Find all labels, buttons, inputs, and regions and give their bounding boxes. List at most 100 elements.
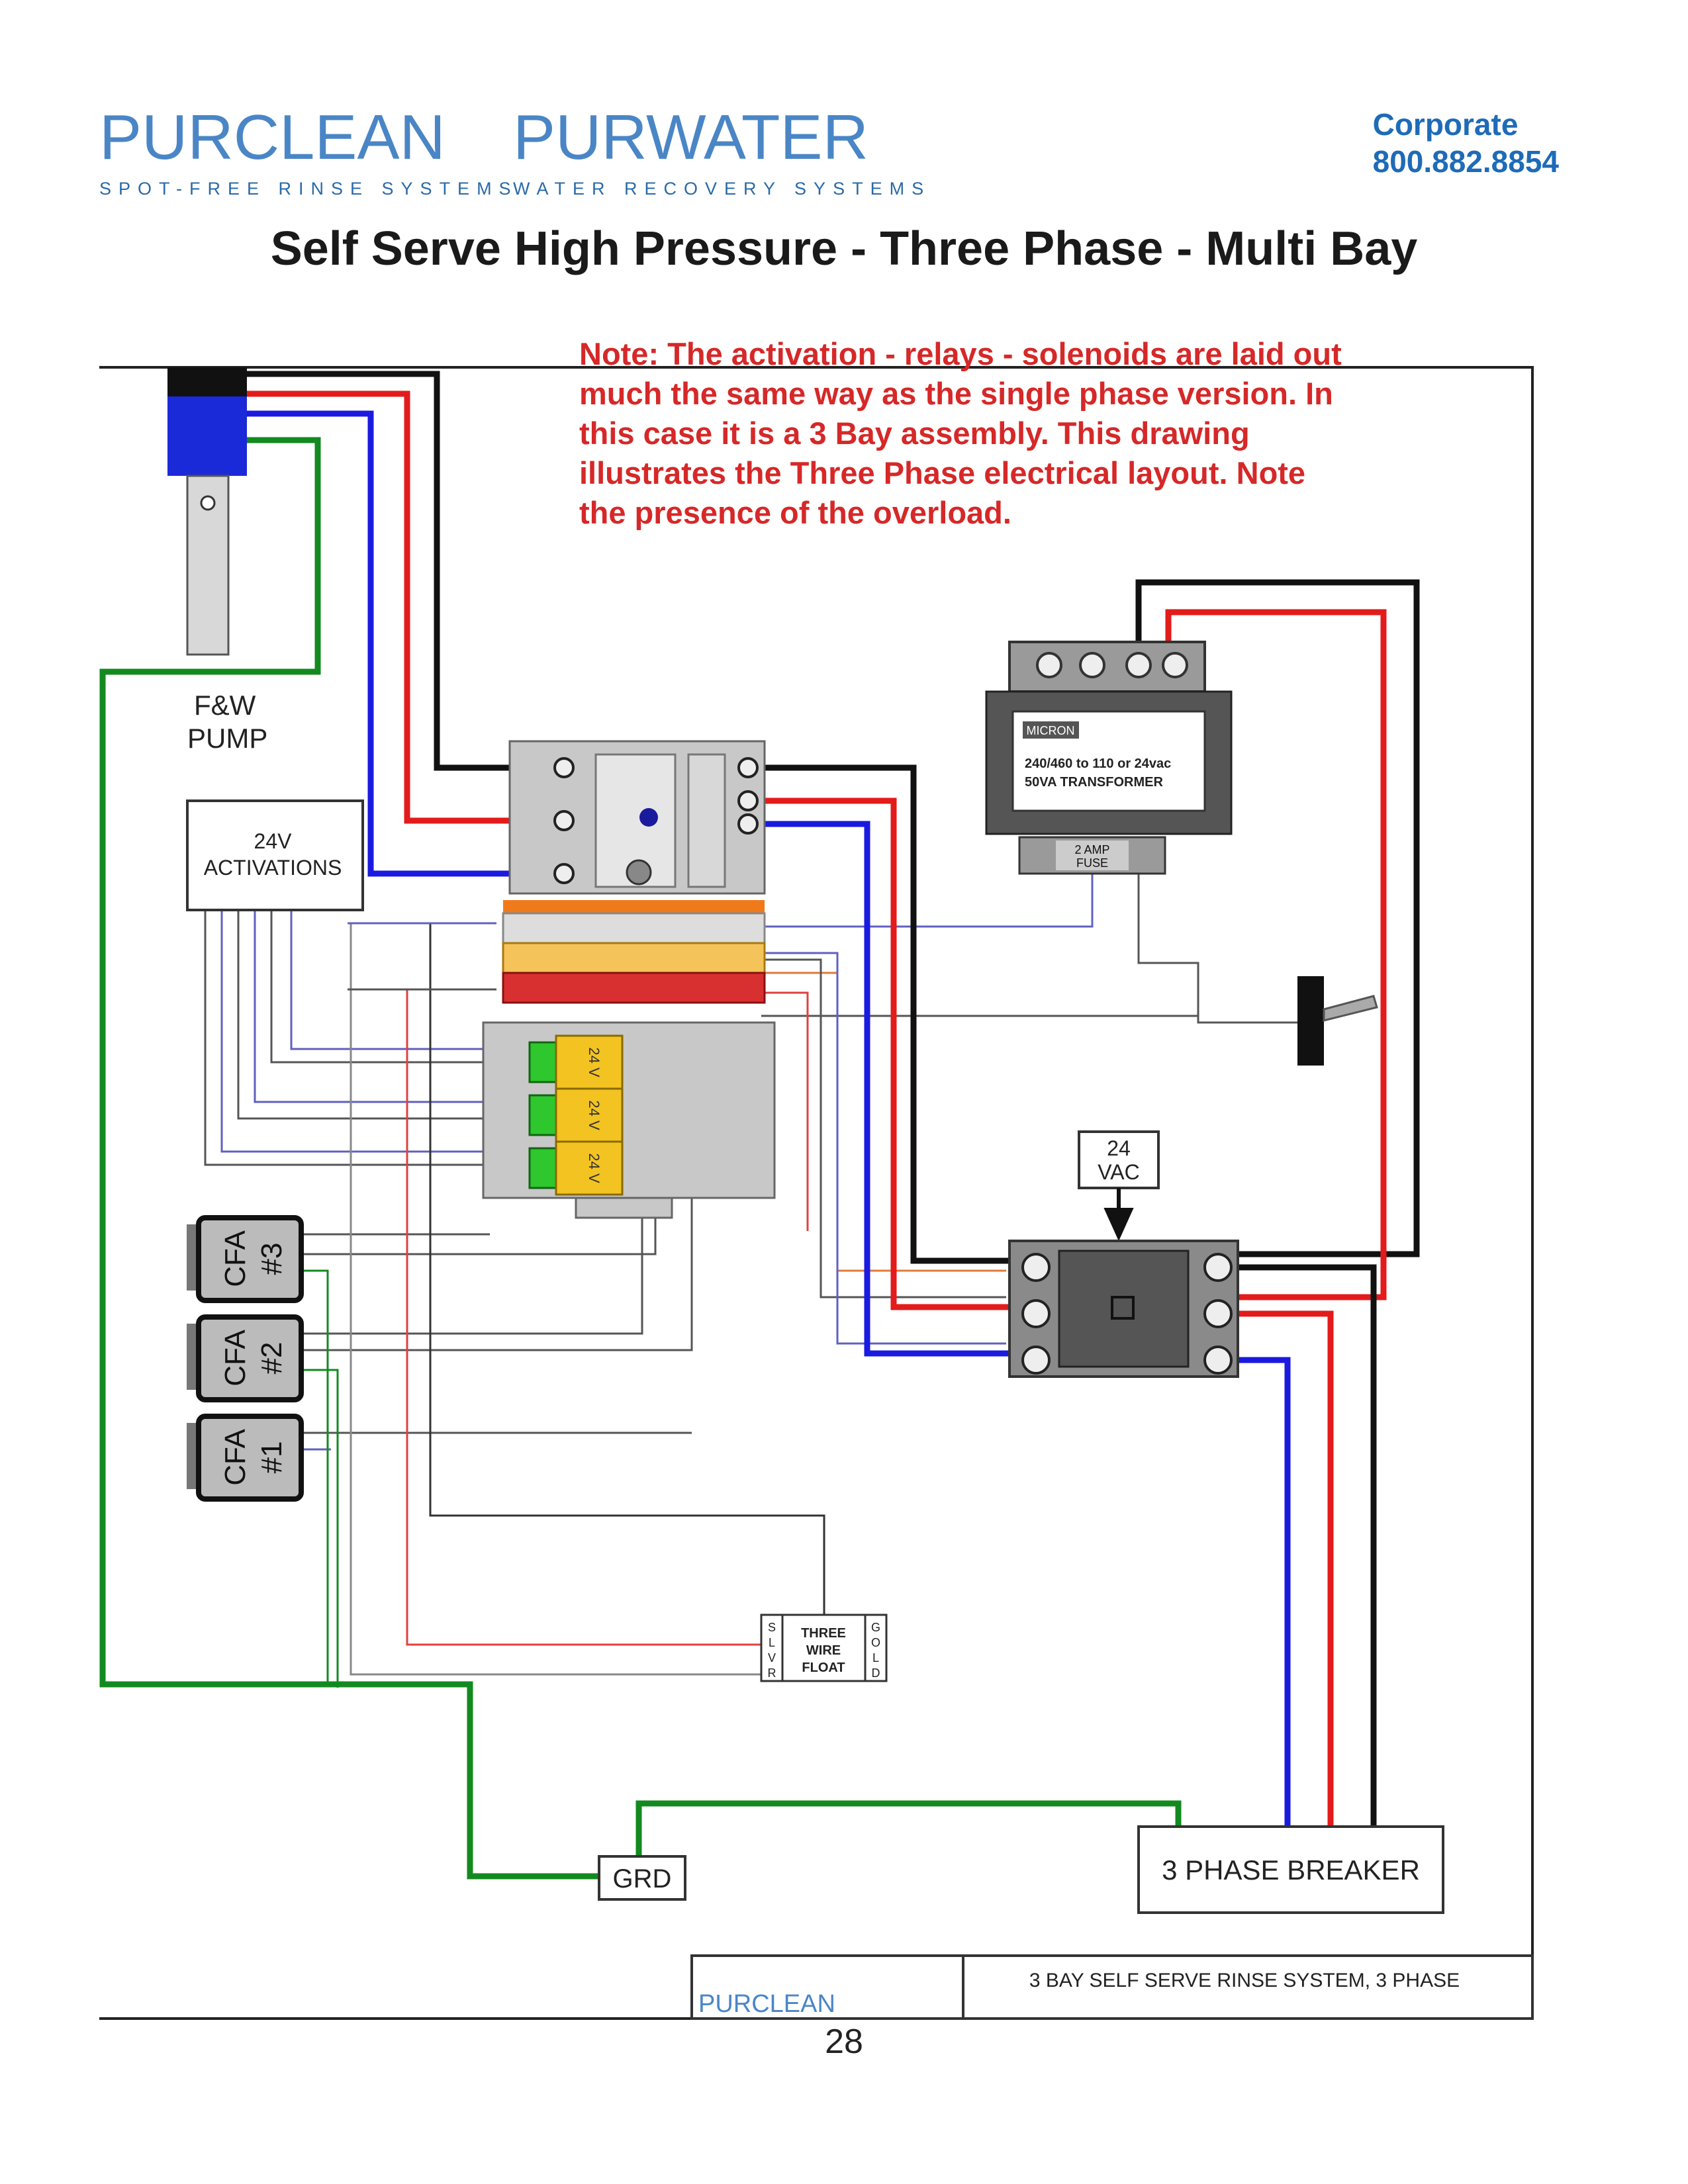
overload-terminal-5 <box>737 790 759 811</box>
toggle-switch <box>1297 976 1378 1066</box>
relay-3-indicator <box>528 1147 557 1189</box>
terminal-strip-gray <box>502 912 766 944</box>
contactor-center <box>1058 1250 1190 1368</box>
float-left-2: L <box>769 1636 775 1649</box>
cfa-solenoids: CFA #3 CFA #2 CFA #1 <box>187 1215 304 1502</box>
overload-terminal-1 <box>553 757 575 778</box>
purwater-logo: PURWATER WATER RECOVERY SYSTEMS <box>513 106 931 199</box>
cfa-ground-thin <box>301 1269 329 1684</box>
cfa-3-body <box>196 1215 304 1303</box>
relay-3-text: 24 V <box>586 1153 602 1183</box>
transformer-terminal-4 <box>1162 652 1188 678</box>
ground-wire-breaker <box>635 1800 1182 1863</box>
float-right-2: O <box>871 1636 880 1649</box>
relay-3: 24 V <box>528 1140 624 1196</box>
overload-terminal-2 <box>553 810 575 831</box>
switch-wire-2 <box>1137 860 1199 1023</box>
contactor-terminal-l2 <box>1021 1299 1051 1328</box>
float-center-3: FLOAT <box>802 1661 845 1675</box>
activation-wire-5 <box>220 910 490 1153</box>
switch-wire <box>761 1015 1297 1024</box>
transformer-line1: 240/460 to 110 or 24vac <box>1025 756 1171 771</box>
float-right-tab <box>864 1614 888 1682</box>
cfa-3-line2: #3 <box>256 1243 288 1275</box>
relay-3-body <box>555 1140 624 1196</box>
activations-box: 24V ACTIVATIONS <box>186 799 364 911</box>
overload-wire-black <box>751 764 1033 1264</box>
activations-line2: ACTIVATIONS <box>204 856 342 880</box>
overload-relay-assembly: 24 V 24 V 24 V <box>482 740 776 1219</box>
activation-wire-4 <box>237 910 490 1120</box>
vac-label-box <box>1078 1130 1160 1189</box>
purwater-logo-tagline: WATER RECOVERY SYSTEMS <box>513 179 931 199</box>
relay-2-text: 24 V <box>586 1100 602 1130</box>
relay-1: 24 V <box>528 1034 624 1090</box>
purclean-logo-tagline: SPOT-FREE RINSE SYSTEMS <box>99 179 518 199</box>
transformer: MICRON 240/460 to 110 or 24vac 50VA TRAN… <box>985 641 1233 875</box>
cfa-2-body <box>196 1314 304 1402</box>
pump-label-line2: PUMP <box>187 723 267 754</box>
relay-1-indicator <box>528 1041 557 1083</box>
fw-pump: F&W PUMP <box>167 367 267 754</box>
activation-wire-6 <box>204 910 490 1166</box>
ground-terminal: GRD <box>598 1855 686 1901</box>
cfa-1-line2: #1 <box>256 1441 288 1474</box>
transformer-wire-black <box>1135 579 1420 1257</box>
transformer-terminal-3 <box>1125 652 1152 678</box>
relay-2-label: 24 V <box>586 1100 602 1130</box>
contactor-terminal-t3 <box>1203 1345 1233 1375</box>
cfa-3-coil <box>187 1224 199 1291</box>
overload-wire-red <box>751 797 1033 1310</box>
float-wire-gray <box>350 923 761 1676</box>
page-title: Self Serve High Pressure - Three Phase -… <box>270 222 1418 275</box>
contactor-terminal-t2 <box>1203 1299 1233 1328</box>
cfa-3-line1: CFA <box>219 1230 252 1287</box>
cfa-1-label: CFA <box>219 1429 252 1486</box>
corporate-contact: Corporate 800.882.8854 <box>1373 106 1559 180</box>
transformer-brand-badge <box>1023 721 1079 739</box>
ground-box <box>598 1855 686 1901</box>
float-right-3: L <box>872 1651 879 1664</box>
title-block-frame <box>690 1954 1534 2020</box>
vac-line2: VAC <box>1098 1160 1139 1184</box>
contactor <box>1008 1240 1239 1378</box>
pump-wire-black <box>238 371 563 771</box>
relay-wire-red-1 <box>761 991 809 1231</box>
relay-2-body <box>555 1087 624 1143</box>
cfa-2-label: CFA <box>219 1330 252 1387</box>
breaker-wire-blue <box>1231 1357 1291 1827</box>
pump-label-line1: F&W <box>194 690 256 721</box>
breaker-wire-red <box>1231 1310 1334 1827</box>
terminal-strip-orange <box>503 900 765 913</box>
float-body <box>781 1614 867 1682</box>
toggle-switch-body <box>1297 976 1324 1066</box>
power-wires <box>99 371 1420 1880</box>
purclean-logo: PURCLEAN SPOT-FREE RINSE SYSTEMS <box>99 106 518 199</box>
float-wire-red <box>406 989 761 1646</box>
contactor-terminal-l1 <box>1021 1253 1051 1282</box>
pump-shaft <box>186 475 230 656</box>
contactor-terminal-l3 <box>1021 1345 1051 1375</box>
title-block-logo: PURCLEAN <box>698 1990 835 2018</box>
vac-label: 24 VAC <box>1078 1130 1160 1242</box>
relay-2: 24 V <box>528 1087 624 1143</box>
breaker-box <box>1137 1825 1444 1914</box>
relay-1-text: 24 V <box>586 1047 602 1077</box>
float-left-3: V <box>768 1651 776 1664</box>
overload-terminal-4 <box>737 757 759 778</box>
cfa-ground-thin-2 <box>301 1369 339 1688</box>
contactor-window <box>1111 1296 1135 1320</box>
breaker-wire-black <box>1231 1264 1377 1827</box>
cfa-1-body <box>196 1414 304 1502</box>
cfa-1-coil <box>187 1423 199 1489</box>
fuse-line2: FUSE <box>1076 856 1108 870</box>
transformer-wire-red <box>1165 609 1387 1300</box>
relay-base <box>482 1021 776 1199</box>
relay-base-foot <box>575 1197 673 1219</box>
cfa-2-num: #2 <box>256 1342 288 1375</box>
control-wires <box>204 860 1297 1688</box>
float-center-1: THREE <box>801 1626 846 1641</box>
cfa-1: CFA #1 <box>187 1414 304 1502</box>
activation-wire-2 <box>270 910 490 1064</box>
terminal-strip-red <box>502 972 766 1004</box>
